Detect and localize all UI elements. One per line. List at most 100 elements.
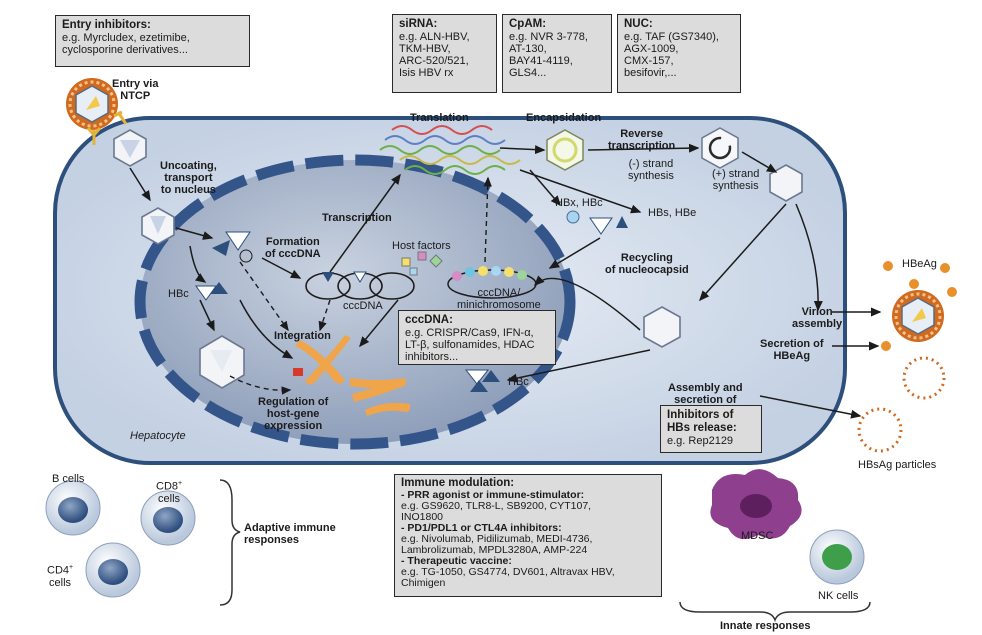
arrow xyxy=(199,299,215,332)
section-head: - Therapeutic vaccine: xyxy=(401,555,512,567)
label-minichromosome: cccDNA/minichromosome xyxy=(457,287,541,311)
host-chromosome-icon xyxy=(293,335,411,416)
box-line: Lambrolizumab, MPDL3280A, AMP-224 xyxy=(401,544,588,556)
arrow xyxy=(359,299,399,348)
arrow xyxy=(587,143,700,153)
arrow xyxy=(741,151,778,173)
label-transcription: Transcription xyxy=(322,212,392,224)
box-line: e.g. TAF (GS7340), xyxy=(624,31,719,43)
hbc-protein-bottom-icon xyxy=(464,369,500,392)
label-cd8-cells: CD8+ cells xyxy=(156,480,183,505)
label-b-cells: B cells xyxy=(52,473,85,485)
box-line: GLS4... xyxy=(509,67,547,79)
arrow xyxy=(261,257,302,279)
arrow xyxy=(189,245,207,283)
innate-brace xyxy=(679,601,871,623)
arrow xyxy=(795,203,823,312)
label-hbsag-particles: HBsAg particles xyxy=(858,459,937,471)
arrow xyxy=(519,169,642,214)
hbc-protein-left-icon xyxy=(195,282,228,301)
hbsag-subviral-particle-icon xyxy=(857,356,946,453)
b-cell-icon xyxy=(45,480,101,536)
immune-modulation-box: Immune modulation: - PRR agonist or immu… xyxy=(394,474,662,597)
box-line: e.g. Myrcludex, ezetimibe, xyxy=(62,32,190,44)
sirna-box: siRNA: e.g. ALN-HBV, TKM-HBV, ARC-520/52… xyxy=(392,14,497,93)
arrow xyxy=(533,275,641,331)
mrna-transcripts-icon xyxy=(379,125,521,175)
label-cccdna: cccDNA xyxy=(343,300,383,312)
secreted-virion-icon xyxy=(892,290,944,342)
box-line: AGX-1009, xyxy=(624,43,679,55)
box-title: siRNA: xyxy=(399,18,438,30)
label-nk-cells: NK cells xyxy=(818,590,859,602)
label-integration: Integration xyxy=(274,330,331,342)
cpam-box: CpAM: e.g. NVR 3-778, AT-130, BAY41-4119… xyxy=(502,14,612,93)
box-title: Inhibitors of xyxy=(667,409,734,421)
minichromosome-icon xyxy=(447,266,537,299)
label-host-factors: Host factors xyxy=(392,240,451,252)
arrow xyxy=(698,203,787,302)
box-title: Entry inhibitors: xyxy=(62,19,151,31)
label-mdsc: MDSC xyxy=(741,530,774,542)
host-factors-icon xyxy=(401,251,443,276)
box-line: Isis HBV rx xyxy=(399,67,454,79)
box-line: TKM-HBV, xyxy=(399,43,451,55)
section-head: - PD1/PDL1 or CTL4A inhibitors: xyxy=(401,522,562,534)
ntcp-receptor-icon xyxy=(86,110,128,145)
arrow xyxy=(499,145,546,155)
arrow xyxy=(548,237,601,269)
label-hbc-bottom: HBc xyxy=(508,376,529,388)
nuc-box: NUC: e.g. TAF (GS7340), AGX-1009, CMX-15… xyxy=(617,14,741,93)
label-translation: Translation xyxy=(410,112,469,124)
dashed-arrow xyxy=(229,375,292,395)
box-line: AT-130, xyxy=(509,43,547,55)
box-title: Immune modulation: xyxy=(401,477,515,489)
formation-cccdna-icon xyxy=(212,231,253,263)
entering-virion-icon xyxy=(66,78,118,130)
arrow xyxy=(175,227,214,240)
pregenomic-rna-capsid-icon xyxy=(546,129,584,171)
arrow xyxy=(129,167,151,202)
box-line: e.g. CRISPR/Cas9, IFN-α, xyxy=(405,327,534,339)
box-title: cccDNA: xyxy=(405,314,453,326)
box-line: INO1800 xyxy=(401,511,444,523)
box-title: NUC: xyxy=(624,18,653,30)
label-hepatocyte: Hepatocyte xyxy=(130,430,186,442)
label-hbeag: HBeAg xyxy=(902,258,937,270)
box-line: CMX-157, xyxy=(624,55,674,67)
box-line: BAY41-4119, xyxy=(509,55,573,67)
nucleus xyxy=(140,160,570,444)
label-encapsidation: Encapsidation xyxy=(526,112,602,124)
cd4-cell-icon xyxy=(85,542,141,598)
nk-cell-icon xyxy=(809,529,865,585)
cccdna-inhibitors-box: cccDNA: e.g. CRISPR/Cas9, IFN-α, LT-β, s… xyxy=(398,310,556,365)
label-cd4-cells: CD4+ cells xyxy=(47,564,74,589)
box-line: besifovir,... xyxy=(624,67,677,79)
box-title: CpAM: xyxy=(509,18,547,30)
reverse-transcription-capsid-icon xyxy=(701,127,739,169)
arrow xyxy=(759,395,862,419)
dashed-arrow xyxy=(239,261,289,332)
hbs-release-inhibitors-box: Inhibitors of HBs release: e.g. Rep2129 xyxy=(660,405,762,453)
section-head: - PRR agonist or immune-stimulator: xyxy=(401,489,585,501)
box-line: e.g. GS9620, TLR8-L, SB9200, CYT107, xyxy=(401,500,592,512)
hbeag-particles-icon xyxy=(881,261,957,351)
hbx-hbc-protein-icon xyxy=(566,210,628,235)
box-line: ARC-520/521, xyxy=(399,55,469,67)
arrow xyxy=(329,173,401,273)
label-innate-responses: Innate responses xyxy=(720,620,811,632)
box-line: e.g. TG-1050, GS4774, DV601, Altravax HB… xyxy=(401,566,615,578)
box-line: LT-β, sulfonamides, HDAC xyxy=(405,339,535,351)
label-hbc-left: HBc xyxy=(168,288,189,300)
box-line: Chimigen xyxy=(401,577,446,589)
